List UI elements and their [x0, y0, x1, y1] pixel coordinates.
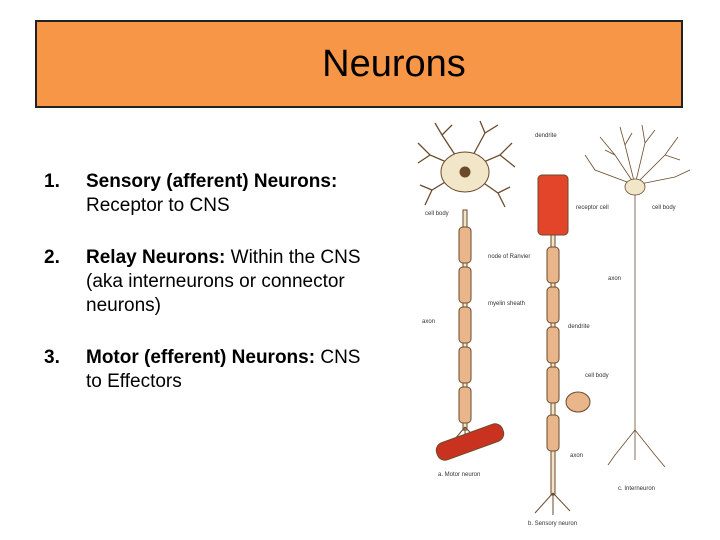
item-description: Within the CNS (aka interneurons or conn… [86, 247, 361, 316]
receptor-cell [537, 174, 569, 236]
item-label: Motor (efferent) Neurons: [86, 347, 316, 368]
item-description: Receptor to CNS [86, 195, 230, 216]
motor-myelin [458, 226, 472, 424]
item-label: Relay Neurons: [86, 247, 226, 268]
label-axon-inter: axon [608, 276, 621, 282]
sensory-myelin [546, 246, 560, 452]
item-number: 2. [44, 247, 60, 268]
interneuron [584, 124, 691, 468]
neuron-illustration: dendrite cell body receptor cell cell bo… [417, 120, 691, 527]
title-banner: Neurons [35, 20, 683, 108]
item-number: 1. [44, 171, 60, 192]
motor-nucleus [459, 166, 471, 178]
label-sensory-neuron: b. Sensory neuron [528, 521, 577, 527]
list-item: 2. Relay Neurons: Within the CNS (aka in… [44, 246, 374, 318]
label-cell-body-motor: cell body [425, 211, 449, 217]
muscle-fiber [435, 423, 505, 461]
item-label: Sensory (afferent) Neurons: [86, 171, 338, 192]
label-cell-body-inter: cell body [652, 205, 676, 211]
list-item: 3. Motor (efferent) Neurons: CNS to Effe… [44, 346, 374, 394]
sensory-terminal [534, 492, 571, 515]
inter-dendrites [584, 124, 691, 186]
inter-terminal [607, 429, 666, 468]
neuron-diagram: dendrite cell body receptor cell cell bo… [380, 115, 720, 535]
label-interneuron: c. Interneuron [618, 486, 655, 492]
diagram-labels: dendrite cell body receptor cell cell bo… [422, 133, 676, 527]
label-axon-motor: axon [422, 319, 435, 325]
list-item: 1. Sensory (afferent) Neurons: Receptor … [44, 170, 374, 218]
label-dendrite: dendrite [535, 133, 557, 139]
neuron-type-list: 1. Sensory (afferent) Neurons: Receptor … [44, 170, 374, 422]
sensory-neuron [534, 174, 591, 515]
label-axon-sensory: axon [570, 453, 583, 459]
motor-neuron [417, 120, 516, 461]
label-receptor-cell: receptor cell [576, 205, 609, 211]
item-description: CNS to Effectors [86, 347, 361, 392]
page-title: Neurons [322, 42, 466, 85]
label-dendrite-sensory: dendrite [568, 324, 590, 330]
label-motor-neuron: a. Motor neuron [438, 472, 480, 478]
inter-cell-body [624, 178, 646, 196]
label-node-of-ranvier: node of Ranvier [488, 254, 530, 260]
sensory-cell-body [565, 391, 591, 413]
label-myelin-sheath: myelin sheath [488, 301, 525, 307]
label-cell-body-sensory: cell body [585, 373, 609, 379]
item-number: 3. [44, 347, 60, 368]
